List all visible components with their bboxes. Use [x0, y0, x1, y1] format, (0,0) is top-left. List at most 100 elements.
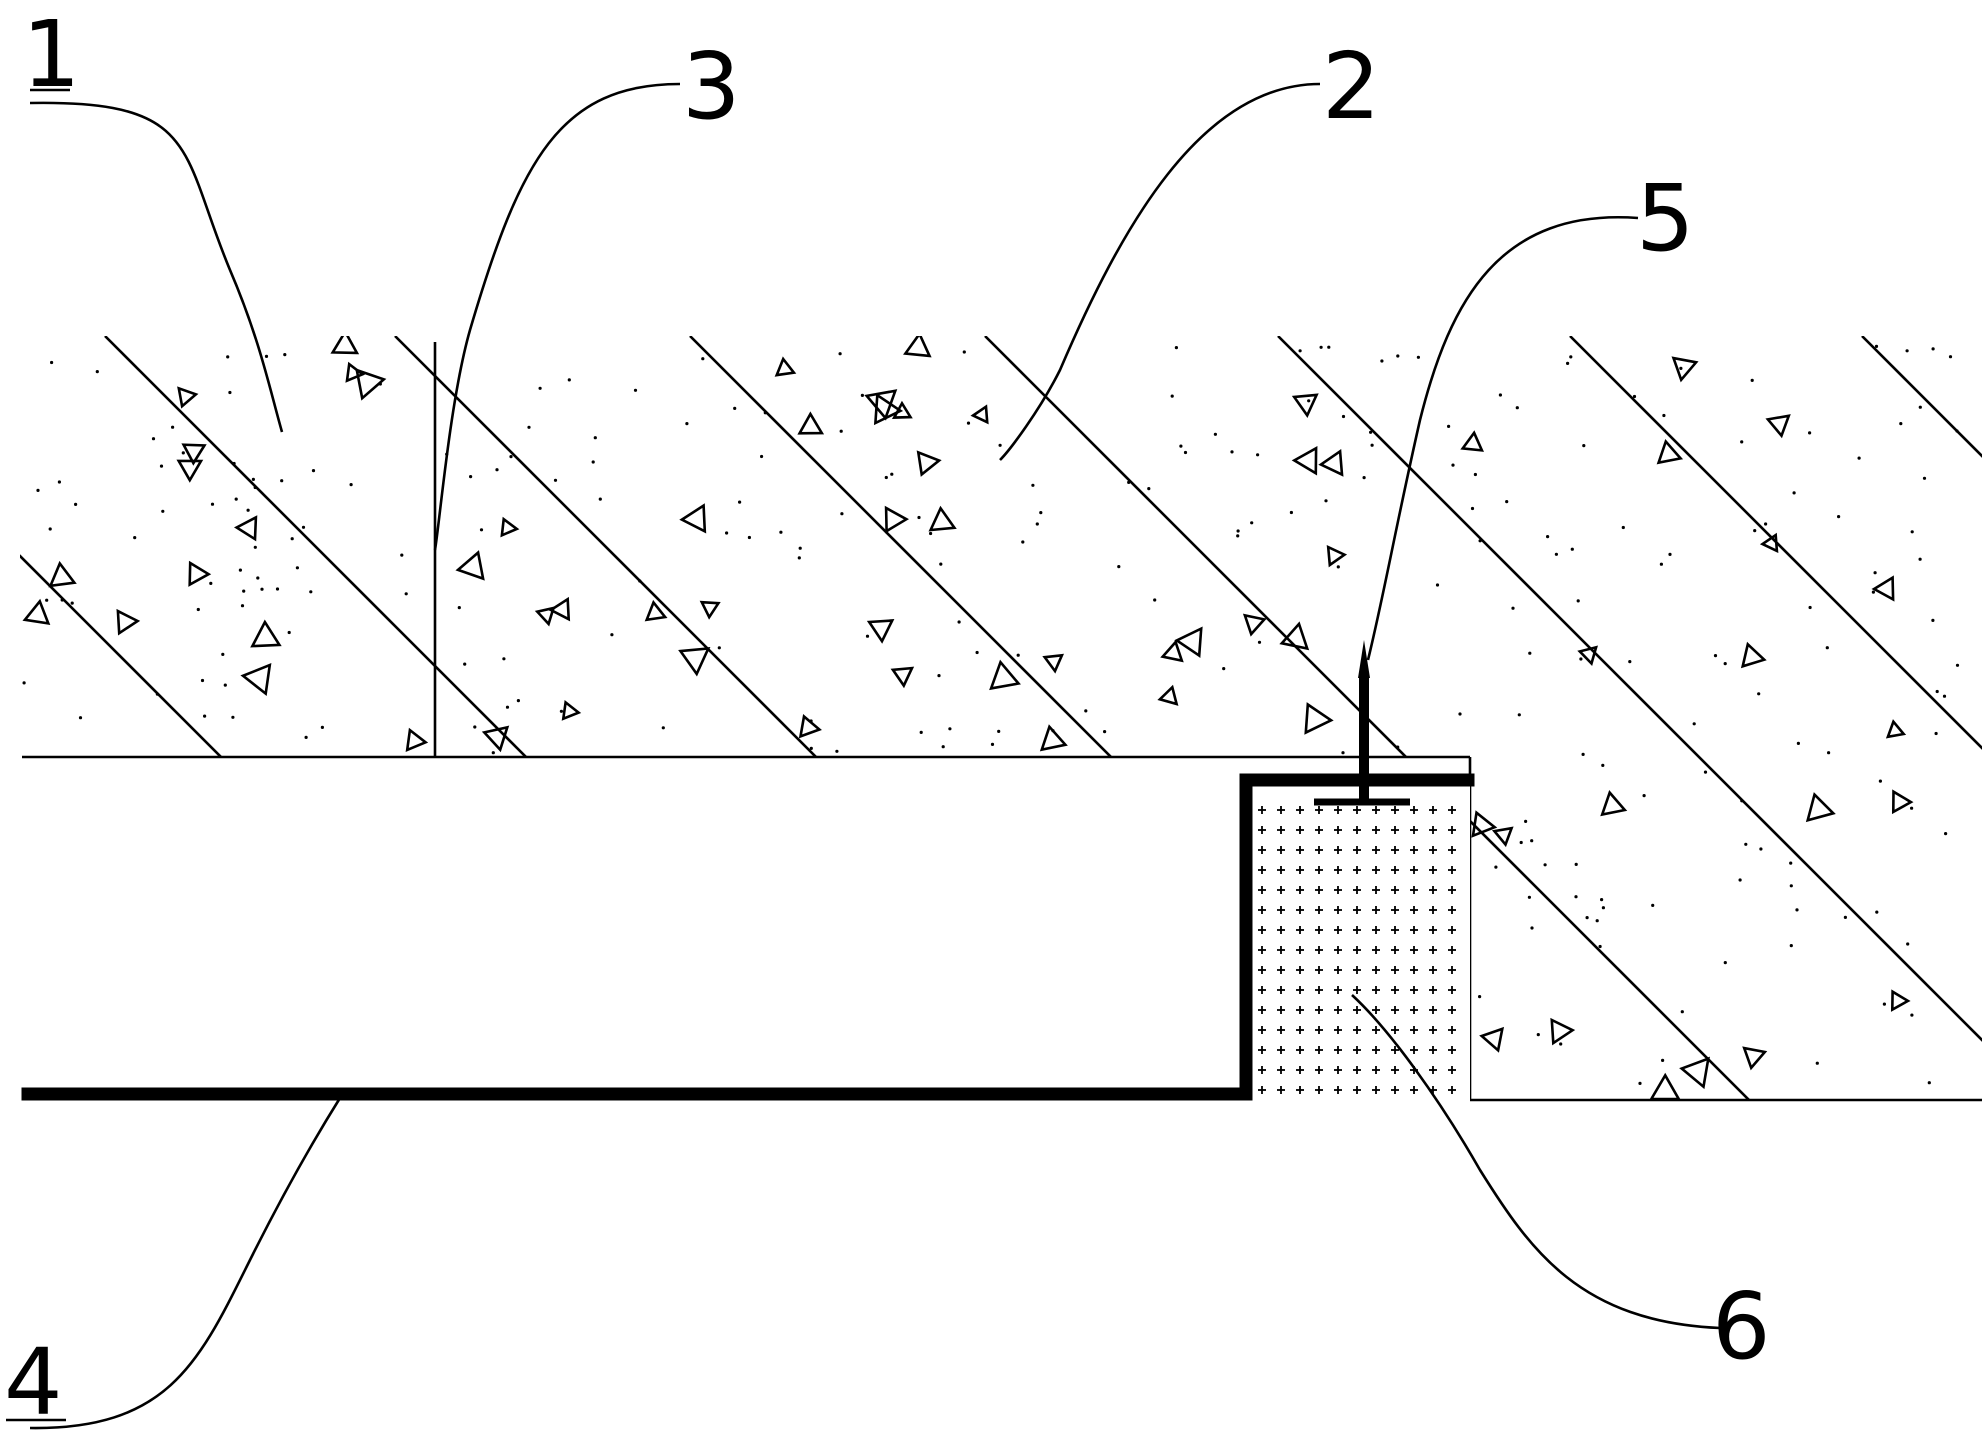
aggregate-dot	[809, 719, 813, 723]
aggregate-dot	[1336, 565, 1340, 569]
aggregate-dot	[1723, 961, 1727, 965]
aggregate-dot	[1127, 480, 1131, 484]
aggregate-dot	[1927, 1081, 1931, 1085]
aggregate-dot	[232, 461, 236, 466]
aggregate-dot	[1601, 906, 1605, 910]
aggregate-dot	[1757, 692, 1761, 696]
aggregate-dot	[1458, 712, 1462, 716]
aggregate-dot	[1875, 910, 1879, 914]
aggregate-dot	[1579, 657, 1583, 661]
aggregate-dot	[1935, 689, 1939, 694]
aggregate-dot	[717, 646, 721, 650]
aggregate-dot	[22, 681, 26, 685]
aggregate-dot	[1536, 1033, 1540, 1037]
aggregate-dot	[1581, 752, 1585, 757]
aggregate-dot	[1416, 355, 1420, 359]
aggregate-dot	[760, 454, 764, 459]
aggregate-dot	[251, 477, 255, 481]
aggregate-dot	[463, 662, 467, 666]
aggregate-dot	[1931, 347, 1935, 351]
aggregate-dot	[133, 536, 137, 540]
aggregate-dot	[998, 443, 1002, 447]
aggregate-dot	[516, 699, 521, 703]
aggregate-dot	[1183, 450, 1188, 455]
aggregate-dot	[242, 589, 246, 593]
aggregate-dot	[1257, 640, 1262, 644]
leader-4	[29, 1097, 342, 1430]
aggregate-dot	[997, 729, 1001, 734]
aggregate-dot	[50, 360, 54, 365]
aggregate-triangle	[1656, 438, 1684, 465]
aggregate-triangle	[1759, 532, 1779, 554]
aggregate-dot	[1601, 763, 1605, 768]
aggregate-triangle	[481, 725, 510, 753]
aggregate-dot	[161, 509, 165, 513]
aggregate-triangle	[903, 336, 932, 358]
aggregate-dot	[78, 716, 83, 720]
aggregate-triangle	[455, 550, 485, 581]
aggregate-dot	[1213, 432, 1217, 436]
aggregate-dot	[228, 390, 232, 395]
aggregate-dot	[495, 468, 499, 472]
aggregate-triangle	[1304, 702, 1334, 735]
aggregate-dot	[1948, 355, 1953, 359]
callout-label-6: 6	[1712, 1273, 1771, 1380]
aggregate-triangle	[1885, 719, 1907, 739]
aggregate-dot	[527, 425, 531, 429]
aggregate-triangle	[1479, 1026, 1505, 1053]
aggregate-dot	[1792, 491, 1796, 495]
aggregate-dot	[1600, 898, 1604, 902]
aggregate-dot	[57, 480, 62, 484]
leader-lines	[29, 82, 1721, 1430]
aggregate-triangle	[1671, 356, 1699, 383]
aggregate-dot	[1595, 919, 1599, 923]
aggregate-dot	[95, 370, 99, 374]
aggregate-dot	[1031, 483, 1035, 487]
aggregate-dot	[1236, 534, 1240, 538]
aggregate-triangle	[1291, 445, 1318, 476]
aggregate-dot	[287, 630, 291, 635]
aggregate-dot	[1679, 366, 1683, 370]
aggregate-triangle	[233, 515, 258, 542]
aggregate-triangle	[1242, 613, 1267, 637]
aggregate-dot	[1759, 847, 1763, 851]
aggregate-dot	[1680, 1010, 1684, 1014]
aggregate-dot	[1837, 515, 1841, 519]
aggregate-dot	[1659, 562, 1663, 566]
aggregate-dot	[1764, 522, 1768, 526]
aggregate-triangle	[116, 608, 141, 636]
aggregate-triangle	[866, 619, 895, 644]
aggregate-dot	[917, 515, 921, 520]
aggregate-dot	[1955, 663, 1960, 667]
aggregate-triangle	[1471, 810, 1498, 838]
aggregate-dot	[1910, 806, 1914, 810]
aggregate-dot	[309, 590, 313, 594]
aggregate-dot	[171, 425, 175, 429]
callout-label-2: 2	[1322, 33, 1381, 140]
aggregate-dot	[567, 378, 571, 382]
aggregate-triangle	[797, 411, 825, 435]
aggregate-dot	[469, 475, 473, 479]
aggregate-triangle	[1805, 792, 1836, 823]
aggregate-dot	[196, 607, 200, 612]
aggregate-dot	[1494, 865, 1498, 869]
aggregate-dot	[1524, 819, 1528, 824]
aggregate-dot	[231, 715, 235, 719]
aggregate-dot	[1585, 916, 1589, 920]
leader-3	[433, 82, 681, 551]
aggregate-dot	[593, 436, 597, 440]
aggregate-dot	[491, 751, 495, 755]
aggregate-dots	[22, 344, 1960, 1085]
aggregate-dot	[74, 502, 78, 506]
aggregate-triangle	[188, 560, 212, 587]
aggregate-dot	[1642, 794, 1646, 798]
aggregate-dot	[1744, 842, 1748, 846]
aggregate-triangle	[678, 646, 711, 677]
aggregate-dot	[1827, 751, 1831, 755]
aggregate-dot	[203, 714, 207, 718]
aggregate-dot	[1857, 456, 1861, 460]
aggregate-dot	[1628, 660, 1632, 664]
aggregate-triangle	[1042, 653, 1064, 674]
aggregate-dot	[1795, 908, 1799, 912]
aggregate-dot	[538, 386, 542, 390]
